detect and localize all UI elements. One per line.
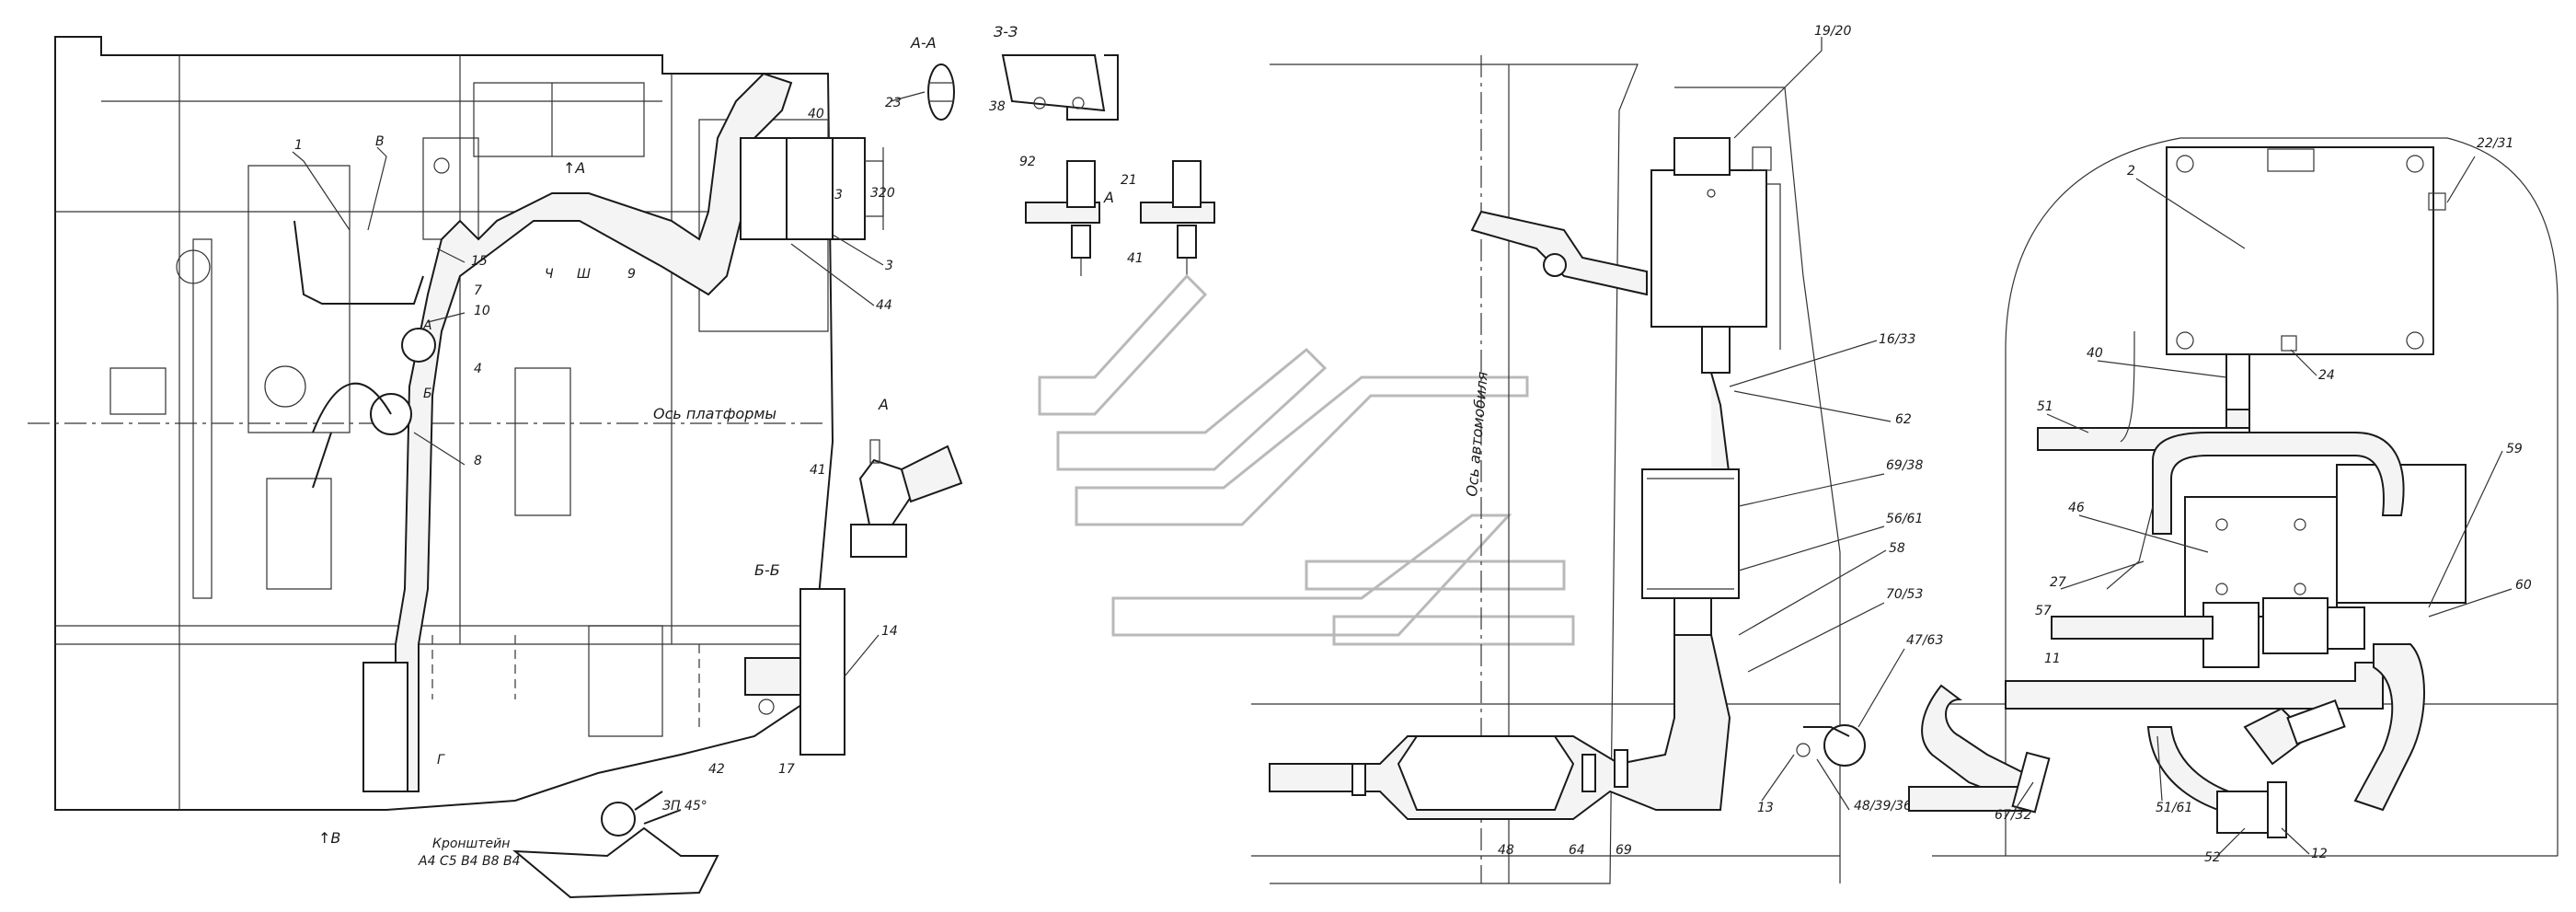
callout-62: 62 <box>1895 412 1912 427</box>
detail-aa: А-А 23 <box>885 34 955 121</box>
callout-27: 27 <box>2050 575 2066 590</box>
callout-Y: Ч <box>545 267 554 282</box>
detail-bb: Б-Б 14 42 17 <box>708 561 898 777</box>
callout-40: 40 <box>2087 346 2103 361</box>
bracket-note-sub: А4 С5 В4 В8 В4 <box>418 854 521 869</box>
rear-view: 2 22/31 40 24 51 46 27 57 11 59 60 67/32… <box>1908 136 2559 865</box>
callout-60: 60 <box>2515 578 2532 593</box>
dim-40: 40 <box>808 107 824 121</box>
node-a: А <box>422 318 432 333</box>
callout-51-61: 51/61 <box>2156 801 2192 815</box>
callout-42: 42 <box>708 762 725 777</box>
callouts-right: 2 22/31 40 24 51 46 27 57 11 59 60 67/32… <box>1995 136 2532 865</box>
callout-23: 23 <box>885 96 902 110</box>
callout-B: В <box>375 134 385 149</box>
bracket-note-title: Кронштейн <box>432 837 510 851</box>
detail-zz-title: З-З <box>994 23 1018 40</box>
callouts-center: 19/20 16/33 62 69/38 56/61 58 70/53 47/6… <box>1498 24 1943 858</box>
callout-21: 21 <box>1121 173 1137 188</box>
detail-a-fitting: А 41 <box>810 396 963 558</box>
callout-16-33: 16/33 <box>1879 332 1915 347</box>
dim-45: ЗП 45° <box>662 799 707 814</box>
callout-41: 41 <box>1127 251 1144 266</box>
callout-46: 46 <box>2068 501 2085 515</box>
callout-14: 14 <box>881 624 898 639</box>
platform-axis-label: Ось платформы <box>653 405 776 422</box>
callout-69-38: 69/38 <box>1886 458 1923 473</box>
detail-zz: З-З 38 <box>989 23 1119 121</box>
callout-57: 57 <box>2035 604 2052 618</box>
callout-4: 4 <box>474 362 482 376</box>
callout-1: 1 <box>294 138 303 153</box>
callout-48: 48 <box>1498 843 1514 858</box>
callout-51: 51 <box>2037 399 2053 414</box>
detail-bb-title: Б-Б <box>754 561 780 579</box>
node-g: Г <box>437 753 445 768</box>
detail-a-valves: А 92 21 41 <box>1019 155 1215 276</box>
callout-44: 44 <box>876 298 892 313</box>
callout-67-32: 67/32 <box>1995 808 2031 823</box>
callout-39: 41 <box>810 463 826 478</box>
watermark-logo <box>1038 273 1575 646</box>
callout-8: 8 <box>474 454 482 468</box>
detail-a-title: А <box>1103 189 1114 206</box>
dim-3: 3 <box>834 188 843 202</box>
view-arrow-a: ↑А <box>563 159 585 177</box>
callout-92: 92 <box>1019 155 1036 169</box>
callout-52: 52 <box>2204 850 2221 865</box>
callout-56-61: 56/61 <box>1886 512 1923 526</box>
detail-aa-title: А-А <box>910 34 937 52</box>
callout-2: 2 <box>2127 164 2135 179</box>
callout-38: 38 <box>989 99 1006 114</box>
dim-320: 320 <box>870 186 895 201</box>
callout-22-31: 22/31 <box>2477 136 2513 151</box>
callout-9: 9 <box>627 267 636 282</box>
callout-17: 17 <box>778 762 795 777</box>
callout-47-63: 47/63 <box>1906 633 1943 648</box>
callout-48-39-36: 48/39/36 <box>1854 799 1912 814</box>
vehicle-axis-label: Ось автомобиля <box>1463 371 1491 498</box>
callout-10: 10 <box>474 304 490 318</box>
callout-13: 13 <box>1757 801 1774 815</box>
callout-19-20: 19/20 <box>1814 24 1851 39</box>
callout-24: 24 <box>2318 368 2335 383</box>
callout-59: 59 <box>2506 442 2523 456</box>
callout-69: 69 <box>1616 843 1632 858</box>
side-view: Ось автомобиля 19/20 16/33 <box>1251 24 1943 884</box>
node-b: Б <box>423 387 432 401</box>
callout-11: 11 <box>2044 652 2061 666</box>
callout-58: 58 <box>1889 541 1905 556</box>
callout-Sh: Ш <box>577 267 591 282</box>
callout-64: 64 <box>1569 843 1585 858</box>
callout-3: 3 <box>885 259 893 273</box>
callout-12: 12 <box>2311 847 2328 861</box>
callout-15: 15 <box>471 254 488 269</box>
callout-70-53: 70/53 <box>1886 587 1923 602</box>
callouts-left: 1 В 15 7 10 4 8 Ч Ш 9 3 44 <box>292 134 893 468</box>
platform-plan-view: Ось платформы ↑А ↑В А Б Г 320 3 40 1 В 1… <box>28 36 895 899</box>
detail-a2-title: А <box>878 396 889 413</box>
callout-7: 7 <box>474 283 482 298</box>
bracket-note: Кронштейн А4 С5 В4 В8 В4 ЗП 45° <box>418 791 719 899</box>
view-arrow-b: ↑В <box>318 829 340 847</box>
